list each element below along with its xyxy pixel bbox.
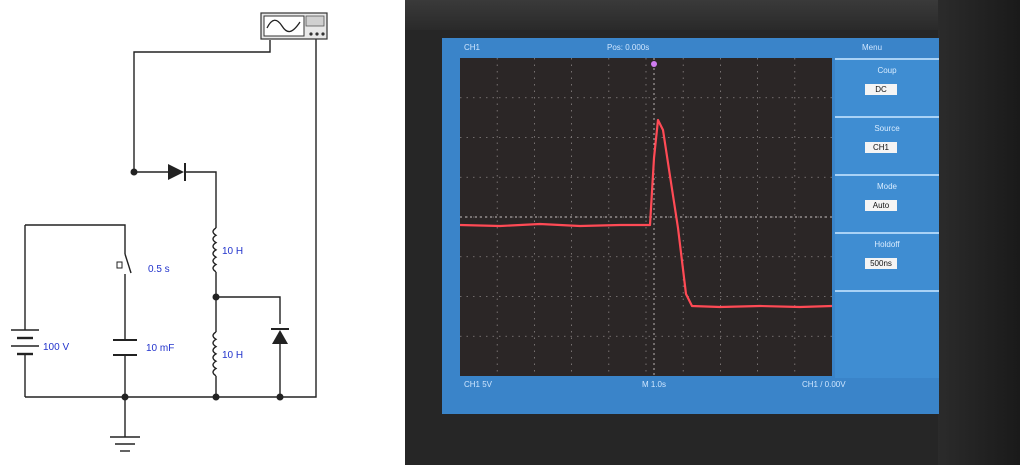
menu-value: 500ns: [865, 258, 897, 269]
side-menu: Coup DC Source CH1 Mode Auto Holdoff 500…: [835, 58, 939, 378]
battery-label: 100 V: [43, 342, 69, 353]
menu-title: Source: [874, 124, 900, 133]
menu-item-source[interactable]: Source CH1: [835, 116, 939, 174]
menu-value: Auto: [865, 200, 897, 211]
menu-value: CH1: [865, 142, 897, 153]
inductor-bottom-label: 10 H: [222, 350, 243, 361]
waveform-grid: [460, 58, 832, 376]
switch-symbol: [116, 246, 132, 282]
circuit-schematic: 10 H 0.5 s 100 V 10 mF 10 H: [11, 12, 328, 452]
inductor-symbol: [212, 331, 218, 377]
menu-item-coupling[interactable]: Coup DC: [835, 58, 939, 116]
menu-item-empty: [835, 290, 939, 378]
battery-symbol: [11, 329, 39, 356]
screen-footer: CH1 5V M 1.0s CH1 / 0.00V: [442, 376, 939, 400]
junction-dot: [130, 168, 138, 176]
ground-symbol: [110, 436, 140, 452]
menu-value: DC: [865, 84, 897, 95]
inductor-top-label: 10 H: [222, 246, 243, 257]
diode-symbol: [271, 328, 289, 344]
wire-top: [133, 40, 271, 172]
oscilloscope-bezel: [405, 0, 1020, 30]
header-channel: CH1: [464, 43, 481, 52]
oscilloscope-photo: CH1 Pos: 0.000s Menu Coup DC Source CH1 …: [405, 0, 1020, 465]
menu-item-holdoff[interactable]: Holdoff 500ns: [835, 232, 939, 290]
header-menu: Menu: [862, 43, 883, 52]
wire-left: [25, 224, 126, 246]
oscilloscope-symbol: [260, 12, 328, 40]
menu-title: Holdoff: [874, 240, 900, 249]
screen-header: CH1 Pos: 0.000s Menu: [442, 38, 939, 58]
junction-dot: [212, 393, 220, 401]
junction-dot: [212, 293, 220, 301]
waveform-trace: [460, 118, 832, 309]
menu-title: Coup: [877, 66, 897, 75]
trigger-marker: [651, 61, 657, 67]
footer-channel-scale: CH1 5V: [464, 380, 493, 389]
junction-dot: [276, 393, 284, 401]
inductor-symbol: [212, 227, 218, 273]
junction-dot: [121, 393, 129, 401]
capacitor-symbol: [113, 339, 137, 356]
switch-time-label: 0.5 s: [148, 264, 170, 275]
footer-timebase: M 1.0s: [642, 380, 667, 389]
capacitor-label: 10 mF: [146, 343, 174, 354]
header-position: Pos: 0.000s: [607, 43, 650, 52]
menu-title: Mode: [876, 182, 897, 191]
oscilloscope-screen: CH1 Pos: 0.000s Menu Coup DC Source CH1 …: [442, 38, 939, 414]
menu-item-mode[interactable]: Mode Auto: [835, 174, 939, 232]
footer-trigger: CH1 / 0.00V: [802, 380, 846, 389]
diode-symbol: [168, 163, 186, 181]
oscilloscope-bezel-side: [938, 0, 1020, 465]
